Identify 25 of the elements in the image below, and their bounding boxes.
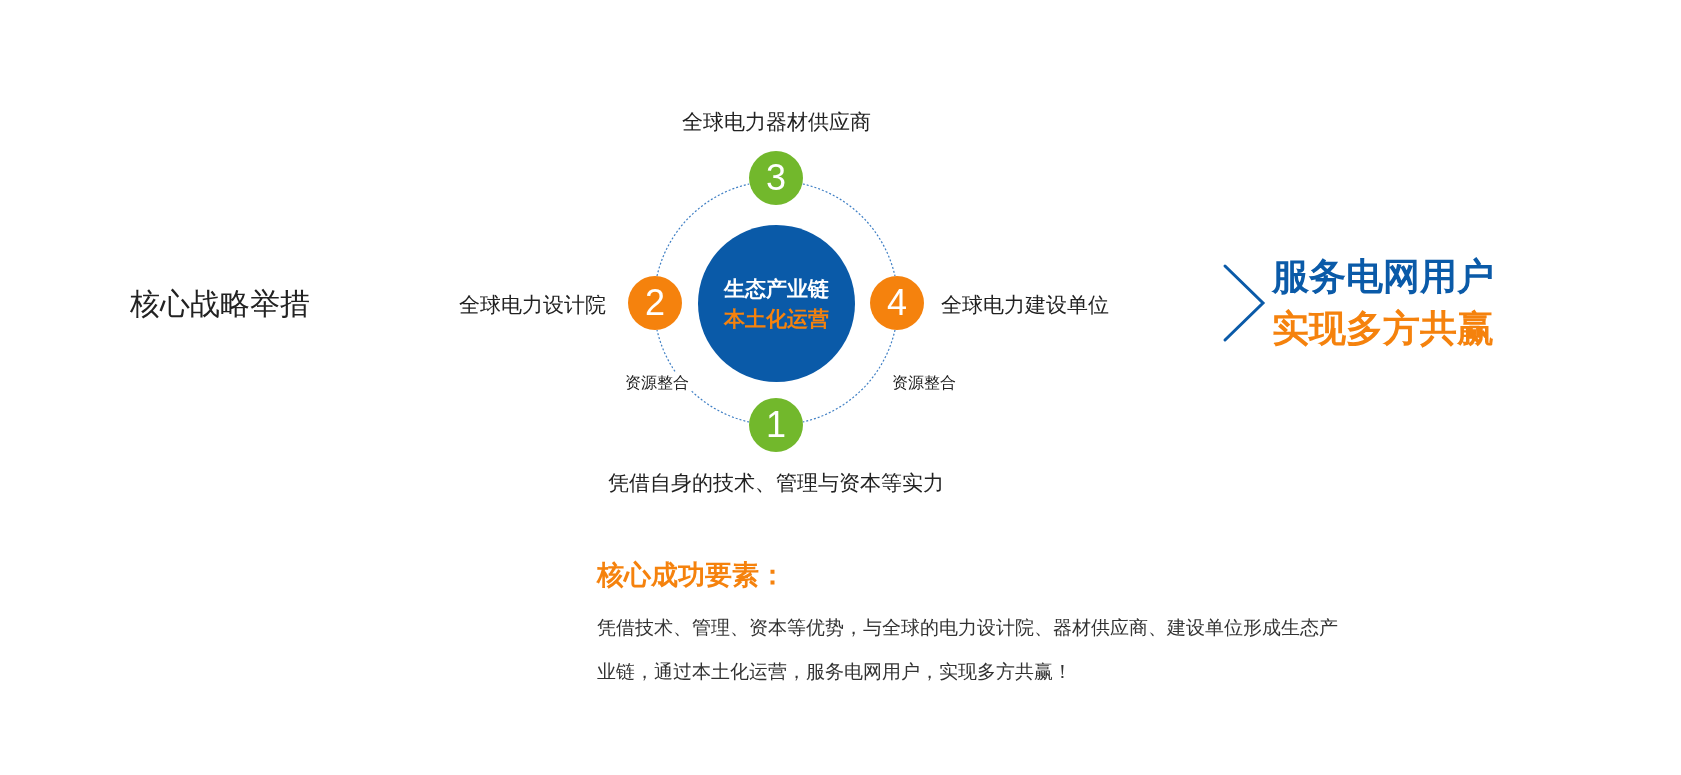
- node-caption: 全球电力设计院: [459, 292, 606, 318]
- node-caption: 凭借自身的技术、管理与资本等实力: [608, 470, 944, 496]
- dotted-connector: [656, 183, 750, 277]
- step-number: 1: [766, 405, 786, 445]
- dotted-connector: [802, 183, 896, 277]
- dotted-connector: [802, 329, 896, 423]
- step-number: 4: [887, 283, 907, 323]
- side-heading: 核心战略举措: [130, 286, 310, 322]
- number-circle: [628, 276, 682, 330]
- number-circle: [749, 398, 803, 452]
- step-number: 3: [766, 158, 786, 198]
- circle-title: 生态产业链: [724, 275, 829, 302]
- dotted-connector: [656, 329, 750, 423]
- edge-label: 资源整合: [623, 372, 691, 394]
- number-circle: [870, 276, 924, 330]
- edge-label: 资源整合: [890, 372, 958, 394]
- node-caption: 全球电力建设单位: [941, 292, 1109, 318]
- circle-title: 本土化运营: [724, 305, 829, 332]
- section-heading: 核心成功要素：: [597, 559, 786, 592]
- result-text: 服务电网用户: [1272, 255, 1495, 299]
- number-circle: [749, 151, 803, 205]
- step-number: 2: [645, 283, 665, 323]
- description-paragraph: 凭借技术、管理、资本等优势，与全球的电力设计院、器材供应商、建设单位形成生态产业链，通过本土化运营，服务电网用户，实现多方共赢！: [597, 616, 1339, 684]
- node-caption: 全球电力器材供应商: [681, 109, 871, 135]
- result-text: 实现多方共赢: [1272, 307, 1495, 351]
